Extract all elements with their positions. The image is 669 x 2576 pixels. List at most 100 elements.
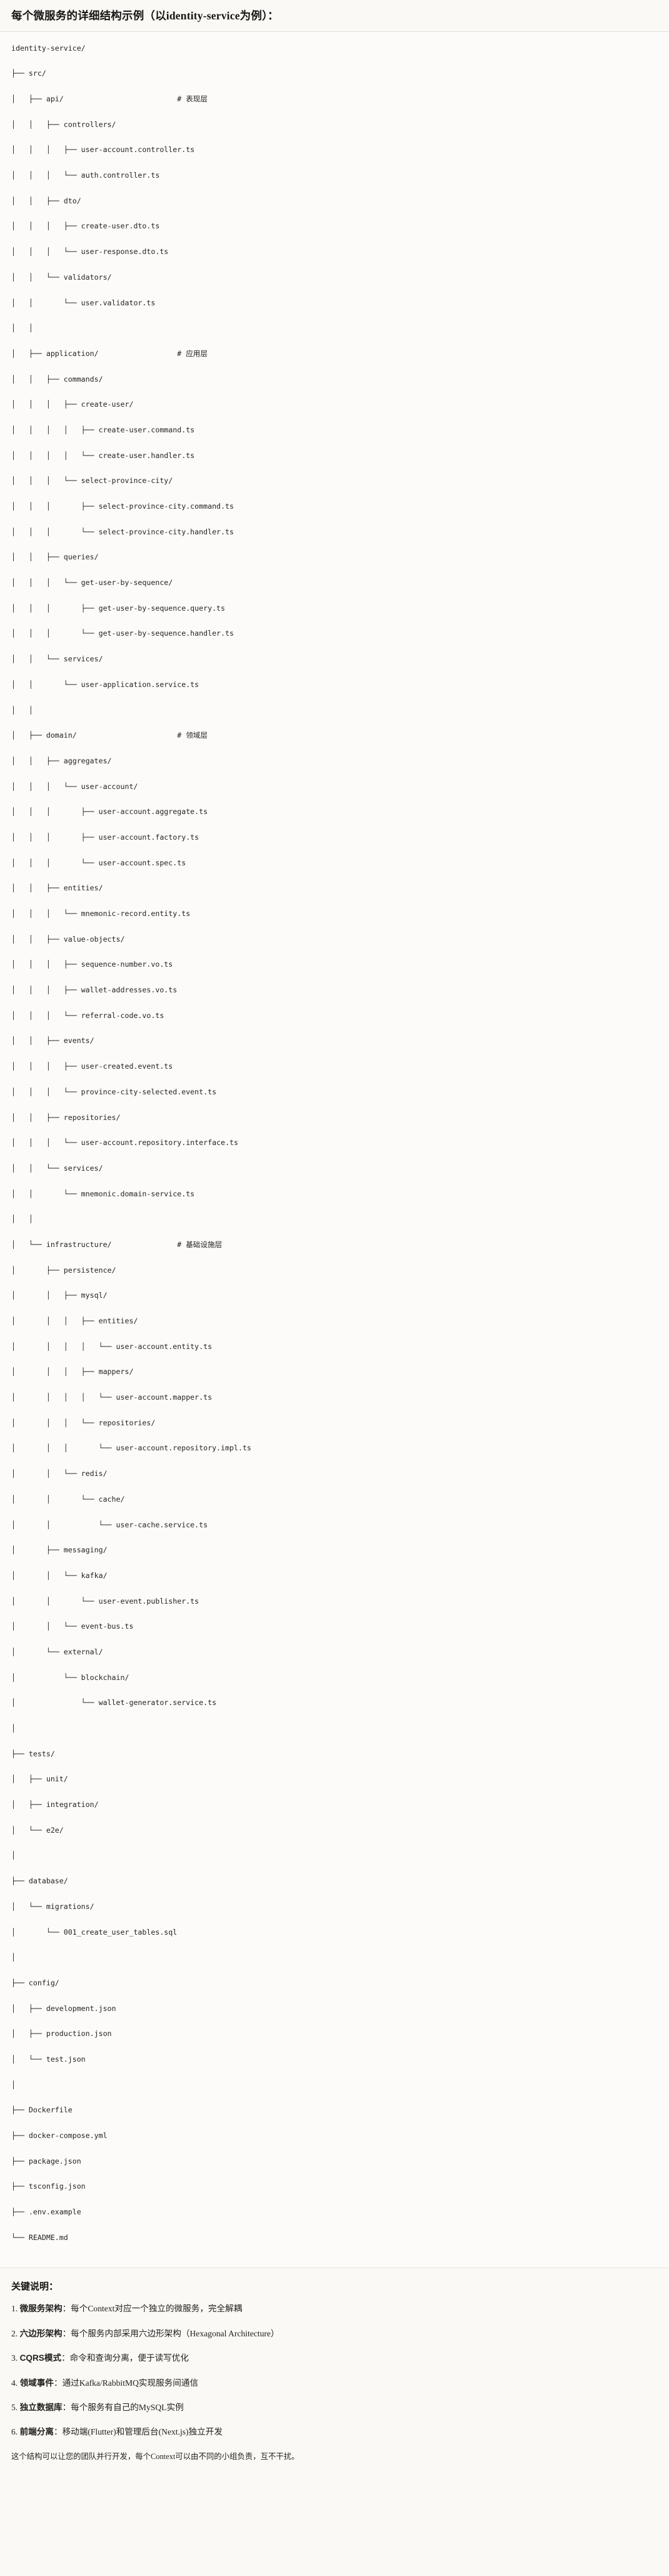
- key-note-lead: 领域事件: [19, 2378, 54, 2388]
- tree-line: │ └── 001_create_user_tables.sql: [11, 1927, 178, 1937]
- tree-line: │ ├── application/ # 应用层: [11, 349, 208, 358]
- key-note-separator: ：: [53, 2427, 63, 2437]
- directory-tree-block: identity-service/ ├── src/ │ ├── api/ # …: [0, 31, 669, 2269]
- key-note-body: 每个服务内部采用六边形架构（Hexagonal Architecture）: [71, 2328, 279, 2338]
- tree-line: │ │ ├── repositories/: [11, 1112, 121, 1122]
- tree-line: │ │ │ ├── create-user.dto.ts: [11, 221, 160, 231]
- key-note-body: 命令和查询分离，便于读写优化: [69, 2353, 189, 2363]
- key-note-item: 1. 微服务架构：每个Context对应一个独立的微服务，完全解耦: [11, 2303, 658, 2315]
- document-header: 每个微服务的详细结构示例（以identity-service为例）：: [0, 0, 669, 32]
- key-note-number: 1.: [11, 2304, 20, 2314]
- key-note-number: 4.: [11, 2378, 20, 2388]
- tree-line: │ │ │ ├── user-account.aggregate.ts: [11, 807, 208, 817]
- key-note-item: 4. 领域事件：通过Kafka/RabbitMQ实现服务间通信: [11, 2377, 658, 2390]
- tree-line: │ └── wallet-generator.service.ts: [11, 1698, 217, 1708]
- tree-line: │ │ │ │ └── user-account.entity.ts: [11, 1341, 213, 1351]
- key-note-separator: ：: [62, 2328, 71, 2338]
- tree-line: │ │ └── user-cache.service.ts: [11, 1520, 208, 1529]
- tree-line: │ │ ├── dto/: [11, 196, 81, 205]
- key-note-separator: ：: [61, 2353, 70, 2363]
- tree-line: │ │ ├── commands/: [11, 374, 103, 384]
- directory-tree: identity-service/ ├── src/ │ ├── api/ # …: [11, 42, 658, 2257]
- tree-line: │ │: [11, 705, 33, 715]
- tree-line: │ │ └── kafka/: [11, 1571, 108, 1580]
- tree-line: │ │ │ ├── get-user-by-sequence.query.ts: [11, 603, 226, 613]
- tree-line: └── README.md: [11, 2232, 68, 2242]
- tree-line: │ └── e2e/: [11, 1825, 64, 1835]
- tree-line: │ │ └── event-bus.ts: [11, 1622, 134, 1631]
- directory-tree-lines: identity-service/ ├── src/ │ ├── api/ # …: [11, 42, 658, 2244]
- tree-line: ├── Dockerfile: [11, 2105, 73, 2115]
- tree-line: ├── config/: [11, 1978, 59, 1987]
- key-note-item: 3. CQRS模式：命令和查询分离，便于读写优化: [11, 2352, 658, 2365]
- key-note-body: 每个Context对应一个独立的微服务，完全解耦: [71, 2304, 243, 2314]
- key-note-body: 每个服务有自己的MySQL实例: [71, 2403, 184, 2412]
- tree-line: │ │: [11, 1214, 33, 1224]
- key-note-item: 6. 前端分离：移动端(Flutter)和管理后台(Next.js)独立开发: [11, 2426, 658, 2438]
- tree-line: │ │ ├── events/: [11, 1036, 94, 1046]
- tree-line: │ ├── unit/: [11, 1774, 68, 1784]
- key-note-number: 6.: [11, 2427, 20, 2437]
- tree-line: │ └── test.json: [11, 2054, 86, 2064]
- tree-line: │ │ │ └── mnemonic-record.entity.ts: [11, 909, 191, 918]
- tree-line: ├── docker-compose.yml: [11, 2131, 108, 2140]
- tree-line: │ └── external/: [11, 1647, 103, 1656]
- key-note-lead: 微服务架构: [19, 2304, 63, 2314]
- tree-line: │ ├── development.json: [11, 2003, 116, 2013]
- tree-line: │ │ ├── value-objects/: [11, 934, 125, 944]
- tree-line: │ │ │ └── get-user-by-sequence/: [11, 578, 173, 588]
- tree-line: │: [11, 1851, 16, 1860]
- key-note-number: 5.: [11, 2403, 20, 2412]
- tree-line: │ │ │ ├── user-account.controller.ts: [11, 145, 195, 155]
- tree-line: ├── .env.example: [11, 2207, 81, 2217]
- tree-line: │ │ └── cache/: [11, 1494, 125, 1504]
- tree-line: │ │ │ └── user-account.repository.interf…: [11, 1138, 238, 1148]
- tree-line: │ │ └── services/: [11, 654, 103, 664]
- tree-line: │ │ │ └── get-user-by-sequence.handler.t…: [11, 629, 234, 638]
- tree-line: │ │ └── user.validator.ts: [11, 298, 156, 307]
- key-note-lead: 前端分离: [19, 2427, 54, 2437]
- tree-line: │ │ │ └── user-account.spec.ts: [11, 858, 186, 867]
- document-page: 每个微服务的详细结构示例（以identity-service为例）： ident…: [0, 0, 669, 2476]
- tree-layer-comment: # 表现层: [177, 94, 208, 103]
- tree-layer-comment: # 应用层: [177, 349, 208, 358]
- key-note-item: 2. 六边形架构：每个服务内部采用六边形架构（Hexagonal Archite…: [11, 2328, 658, 2340]
- tree-line: │ ├── domain/ # 领域层: [11, 731, 208, 740]
- tree-line: │ │ │ └── repositories/: [11, 1418, 156, 1427]
- tree-line: │ │: [11, 323, 33, 333]
- tree-line: │ │ ├── aggregates/: [11, 756, 112, 765]
- tree-line: │ │ │ └── auth.controller.ts: [11, 171, 160, 180]
- tree-line: │ │ │ ├── wallet-addresses.vo.ts: [11, 985, 178, 995]
- tree-line: │ │ │ └── select-province-city.handler.t…: [11, 527, 234, 536]
- key-note-lead: CQRS模式: [19, 2353, 62, 2363]
- tree-line: │ │ │ └── province-city-selected.event.t…: [11, 1087, 217, 1096]
- tree-line: │ │ │ ├── entities/: [11, 1316, 138, 1325]
- tree-line: identity-service/: [11, 43, 86, 53]
- key-notes-title: 关键说明：: [11, 2281, 59, 2293]
- key-note-lead: 独立数据库: [19, 2403, 63, 2412]
- tree-line: ├── tests/: [11, 1749, 55, 1758]
- closing-paragraph: 这个结构可以让您的团队并行开发，每个Context可以由不同的小组负责，互不干扰…: [11, 2451, 299, 2461]
- key-note-body: 移动端(Flutter)和管理后台(Next.js)独立开发: [62, 2427, 223, 2437]
- tree-line: │ │ └── user-event.publisher.ts: [11, 1596, 199, 1606]
- tree-line: │ ├── persistence/: [11, 1265, 116, 1275]
- tree-line: │ │ └── redis/: [11, 1469, 108, 1479]
- key-note-separator: ：: [53, 2378, 63, 2388]
- tree-line: │ │ ├── controllers/: [11, 120, 116, 129]
- tree-line: │ ├── messaging/: [11, 1545, 108, 1555]
- tree-line: │ │ │ │ └── create-user.handler.ts: [11, 451, 195, 460]
- tree-line: │ │ ├── mysql/: [11, 1291, 108, 1300]
- tree-line: │ │ ├── entities/: [11, 883, 103, 893]
- tree-line: │ │ │ │ └── user-account.mapper.ts: [11, 1393, 213, 1402]
- key-note-item: 5. 独立数据库：每个服务有自己的MySQL实例: [11, 2401, 658, 2414]
- key-note-separator: ：: [62, 2304, 71, 2314]
- tree-line: │ │ │ ├── mappers/: [11, 1367, 134, 1377]
- tree-line: │ │ │ │ ├── create-user.command.ts: [11, 425, 195, 434]
- tree-line: │ └── blockchain/: [11, 1672, 129, 1682]
- tree-layer-comment: # 领域层: [177, 731, 208, 740]
- tree-line: │ │ │ └── user-account/: [11, 781, 138, 791]
- tree-layer-comment: # 基础设施层: [177, 1240, 223, 1249]
- key-note-separator: ：: [62, 2403, 71, 2412]
- tree-line: │ │ │ └── select-province-city/: [11, 476, 173, 486]
